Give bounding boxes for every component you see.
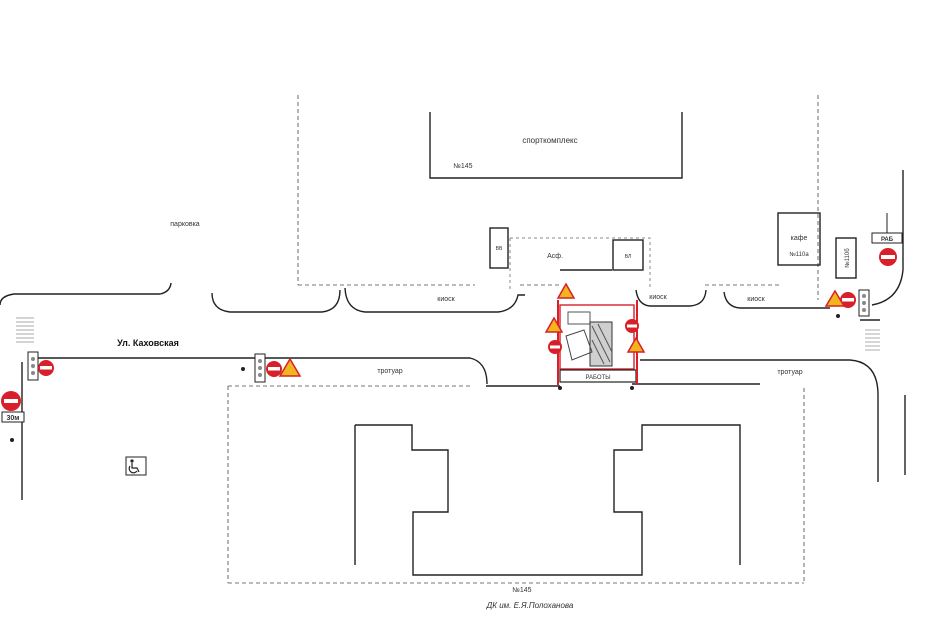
- traffic-light-icon: [27, 351, 39, 381]
- box-right-label: ВЛ: [625, 254, 632, 260]
- kiosk-label-2: киоск: [649, 294, 667, 301]
- no-entry-sign-icon: [38, 360, 54, 376]
- no-entry-sign-icon: [266, 361, 282, 377]
- road-works-sign-icon: [544, 316, 564, 333]
- kiosk-label-1: киоск: [437, 296, 455, 303]
- dk-building: №145: [354, 424, 741, 594]
- pedestrian-crossing-right: [865, 329, 880, 351]
- no-entry-sign-icon: [625, 319, 639, 333]
- sport-complex-building: спорткомплекс №145: [429, 112, 683, 179]
- no-entry-sign-icon: [1, 391, 21, 411]
- no-entry-sign-icon: [879, 248, 897, 266]
- no-entry-sign-icon: [840, 292, 856, 308]
- box-left-label: ВВ: [496, 246, 503, 252]
- road-works-sign-icon: [278, 357, 302, 377]
- sidewalk-label-right: тротуар: [777, 369, 802, 376]
- street-name: Ул. Каховская: [117, 338, 179, 348]
- sport-complex-label: спорткомплекс: [522, 136, 577, 145]
- kiosk-label-3: киоск: [747, 296, 765, 303]
- distance-plate: 30м: [1, 411, 25, 423]
- sport-complex-number: №145: [453, 163, 472, 170]
- cafe-number: №110а: [789, 251, 809, 258]
- road-works-sign-icon: [626, 336, 646, 353]
- pedestrian-crossing-left: [16, 317, 34, 343]
- caption: ДК им. Е.Я.Полоханова: [486, 601, 574, 610]
- sidewalk-label-left: тротуар: [377, 368, 402, 375]
- lower-block-boundary: [227, 385, 805, 584]
- upper-block-boundary: [297, 95, 819, 300]
- house-right-number: №110б: [844, 248, 851, 268]
- parking-label: парковка: [170, 221, 200, 228]
- cafe-label: кафе: [791, 235, 808, 242]
- road-works-sign-icon: [556, 282, 576, 299]
- disabled-parking-icon: [125, 456, 147, 476]
- road-works-sign-icon: [824, 289, 846, 307]
- distance-plate-label: 30м: [7, 415, 20, 422]
- road-edges: [0, 170, 906, 500]
- road-work-area-label: Асф.: [547, 253, 563, 260]
- work-zone: РАБОТЫ: [557, 300, 638, 385]
- work-zone-enclosure: ВВ ВЛ Асф.: [489, 227, 651, 290]
- sign-posts: [10, 314, 840, 442]
- sign-plate-right: РАБ: [871, 213, 903, 244]
- traffic-light-icon: [254, 353, 266, 383]
- works-sign-label: РАБОТЫ: [585, 375, 610, 381]
- cafe-building: кафе №110а: [777, 212, 821, 266]
- building-bottom-number: №145: [512, 587, 531, 594]
- no-entry-sign-icon: [548, 340, 562, 354]
- sign-plate-right-label: РАБ: [881, 237, 894, 243]
- house-right: №110б: [835, 237, 857, 279]
- traffic-light-icon: [858, 289, 870, 317]
